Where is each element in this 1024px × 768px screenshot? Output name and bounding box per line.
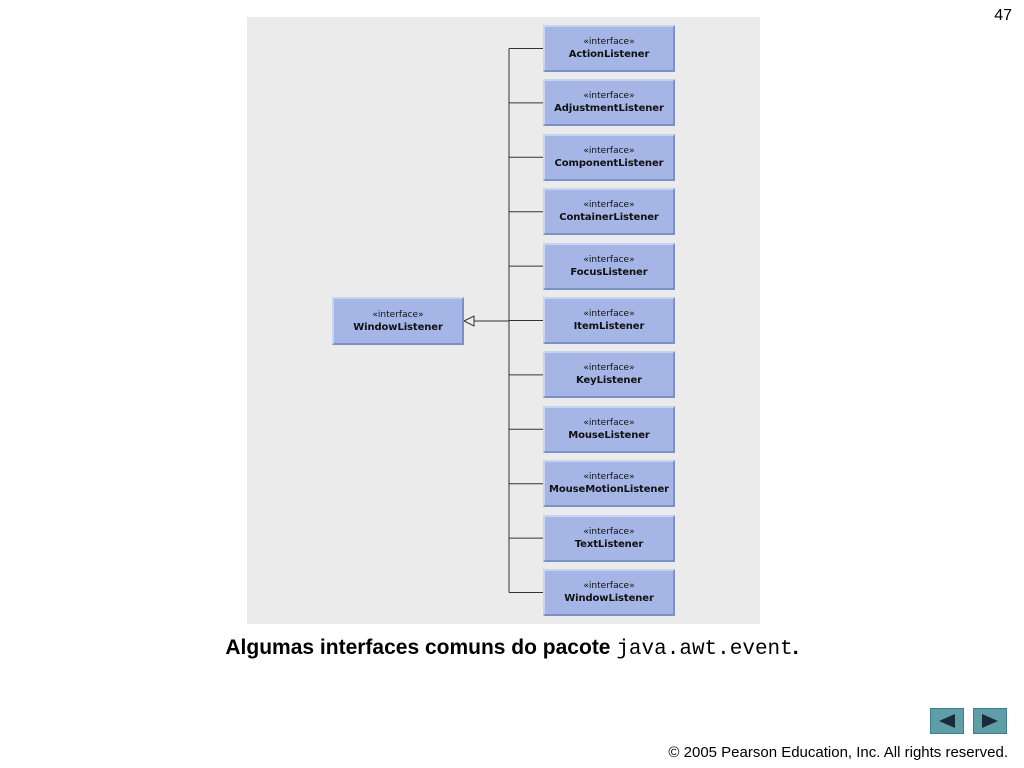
interface-box: «interface» ItemListener — [543, 297, 675, 344]
slide-number: 47 — [994, 7, 1012, 24]
caption-text: Algumas interfaces comuns do pacote — [225, 636, 617, 659]
interface-box: «interface»TextListener — [543, 514, 675, 562]
caption-package-name: java.awt.event — [616, 638, 793, 661]
caption-period: . — [792, 636, 799, 659]
interface-box: «interface» WindowListener — [543, 569, 675, 616]
interface-box: «interface»AdjustmentListener — [543, 79, 675, 127]
interface-name: WindowListener — [353, 321, 443, 333]
stereotype-label: «interface» — [372, 309, 424, 320]
copyright-notice: © 2005 Pearson Education, Inc. All right… — [668, 744, 1008, 761]
triangle-right-icon — [982, 714, 998, 728]
stereotype-label: «interface» — [583, 91, 635, 102]
interface-name: MouseMotionListener — [549, 484, 669, 496]
stereotype-label: «interface» — [583, 200, 635, 211]
interface-box: «interface»MouseListener — [543, 405, 675, 453]
interface-box: «interface»ComponentListener — [543, 133, 675, 181]
interface-box: «interface»KeyListener — [543, 351, 675, 399]
figure-caption: Algumas interfaces comuns do pacote java… — [0, 636, 1024, 661]
stereotype-label: «interface» — [583, 526, 635, 537]
stereotype-label: «interface» — [583, 472, 635, 483]
interface-name: AdjustmentListener — [554, 103, 664, 115]
stereotype-label: «interface» — [583, 417, 635, 428]
interface-name: TextListener — [574, 538, 644, 550]
stereotype-label: «interface» — [583, 145, 635, 156]
previous-slide-button[interactable] — [930, 708, 964, 734]
parent-interface-box: «interface» WindowListener — [332, 297, 464, 345]
interface-name: ContainerListener — [559, 212, 659, 224]
stereotype-label: «interface» — [583, 309, 635, 319]
interface-name: ComponentListener — [554, 157, 664, 169]
stereotype-label: «interface» — [583, 363, 635, 374]
inheritance-arrowhead — [462, 315, 475, 327]
triangle-left-icon — [939, 714, 955, 728]
interface-box: «interface» ActionListener — [543, 25, 675, 72]
stereotype-label: «interface» — [583, 37, 635, 47]
stereotype-label: «interface» — [583, 581, 635, 591]
stereotype-label: «interface» — [583, 254, 635, 265]
interface-box: «interface»MouseMotionListener — [543, 460, 675, 508]
interface-name: FocusListener — [570, 266, 648, 278]
interface-name: MouseListener — [568, 429, 650, 441]
interface-name: ActionListener — [568, 49, 650, 60]
interface-name: WindowListener — [564, 593, 654, 604]
interface-name: KeyListener — [576, 375, 642, 387]
interface-box: «interface»FocusListener — [543, 242, 675, 290]
interface-name: ItemListener — [573, 321, 645, 332]
interface-box: «interface»ContainerListener — [543, 188, 675, 236]
uml-diagram-panel: «interface» WindowListener «interface» Ac… — [247, 17, 760, 624]
next-slide-button[interactable] — [973, 708, 1007, 734]
connector-lines — [462, 48, 543, 593]
